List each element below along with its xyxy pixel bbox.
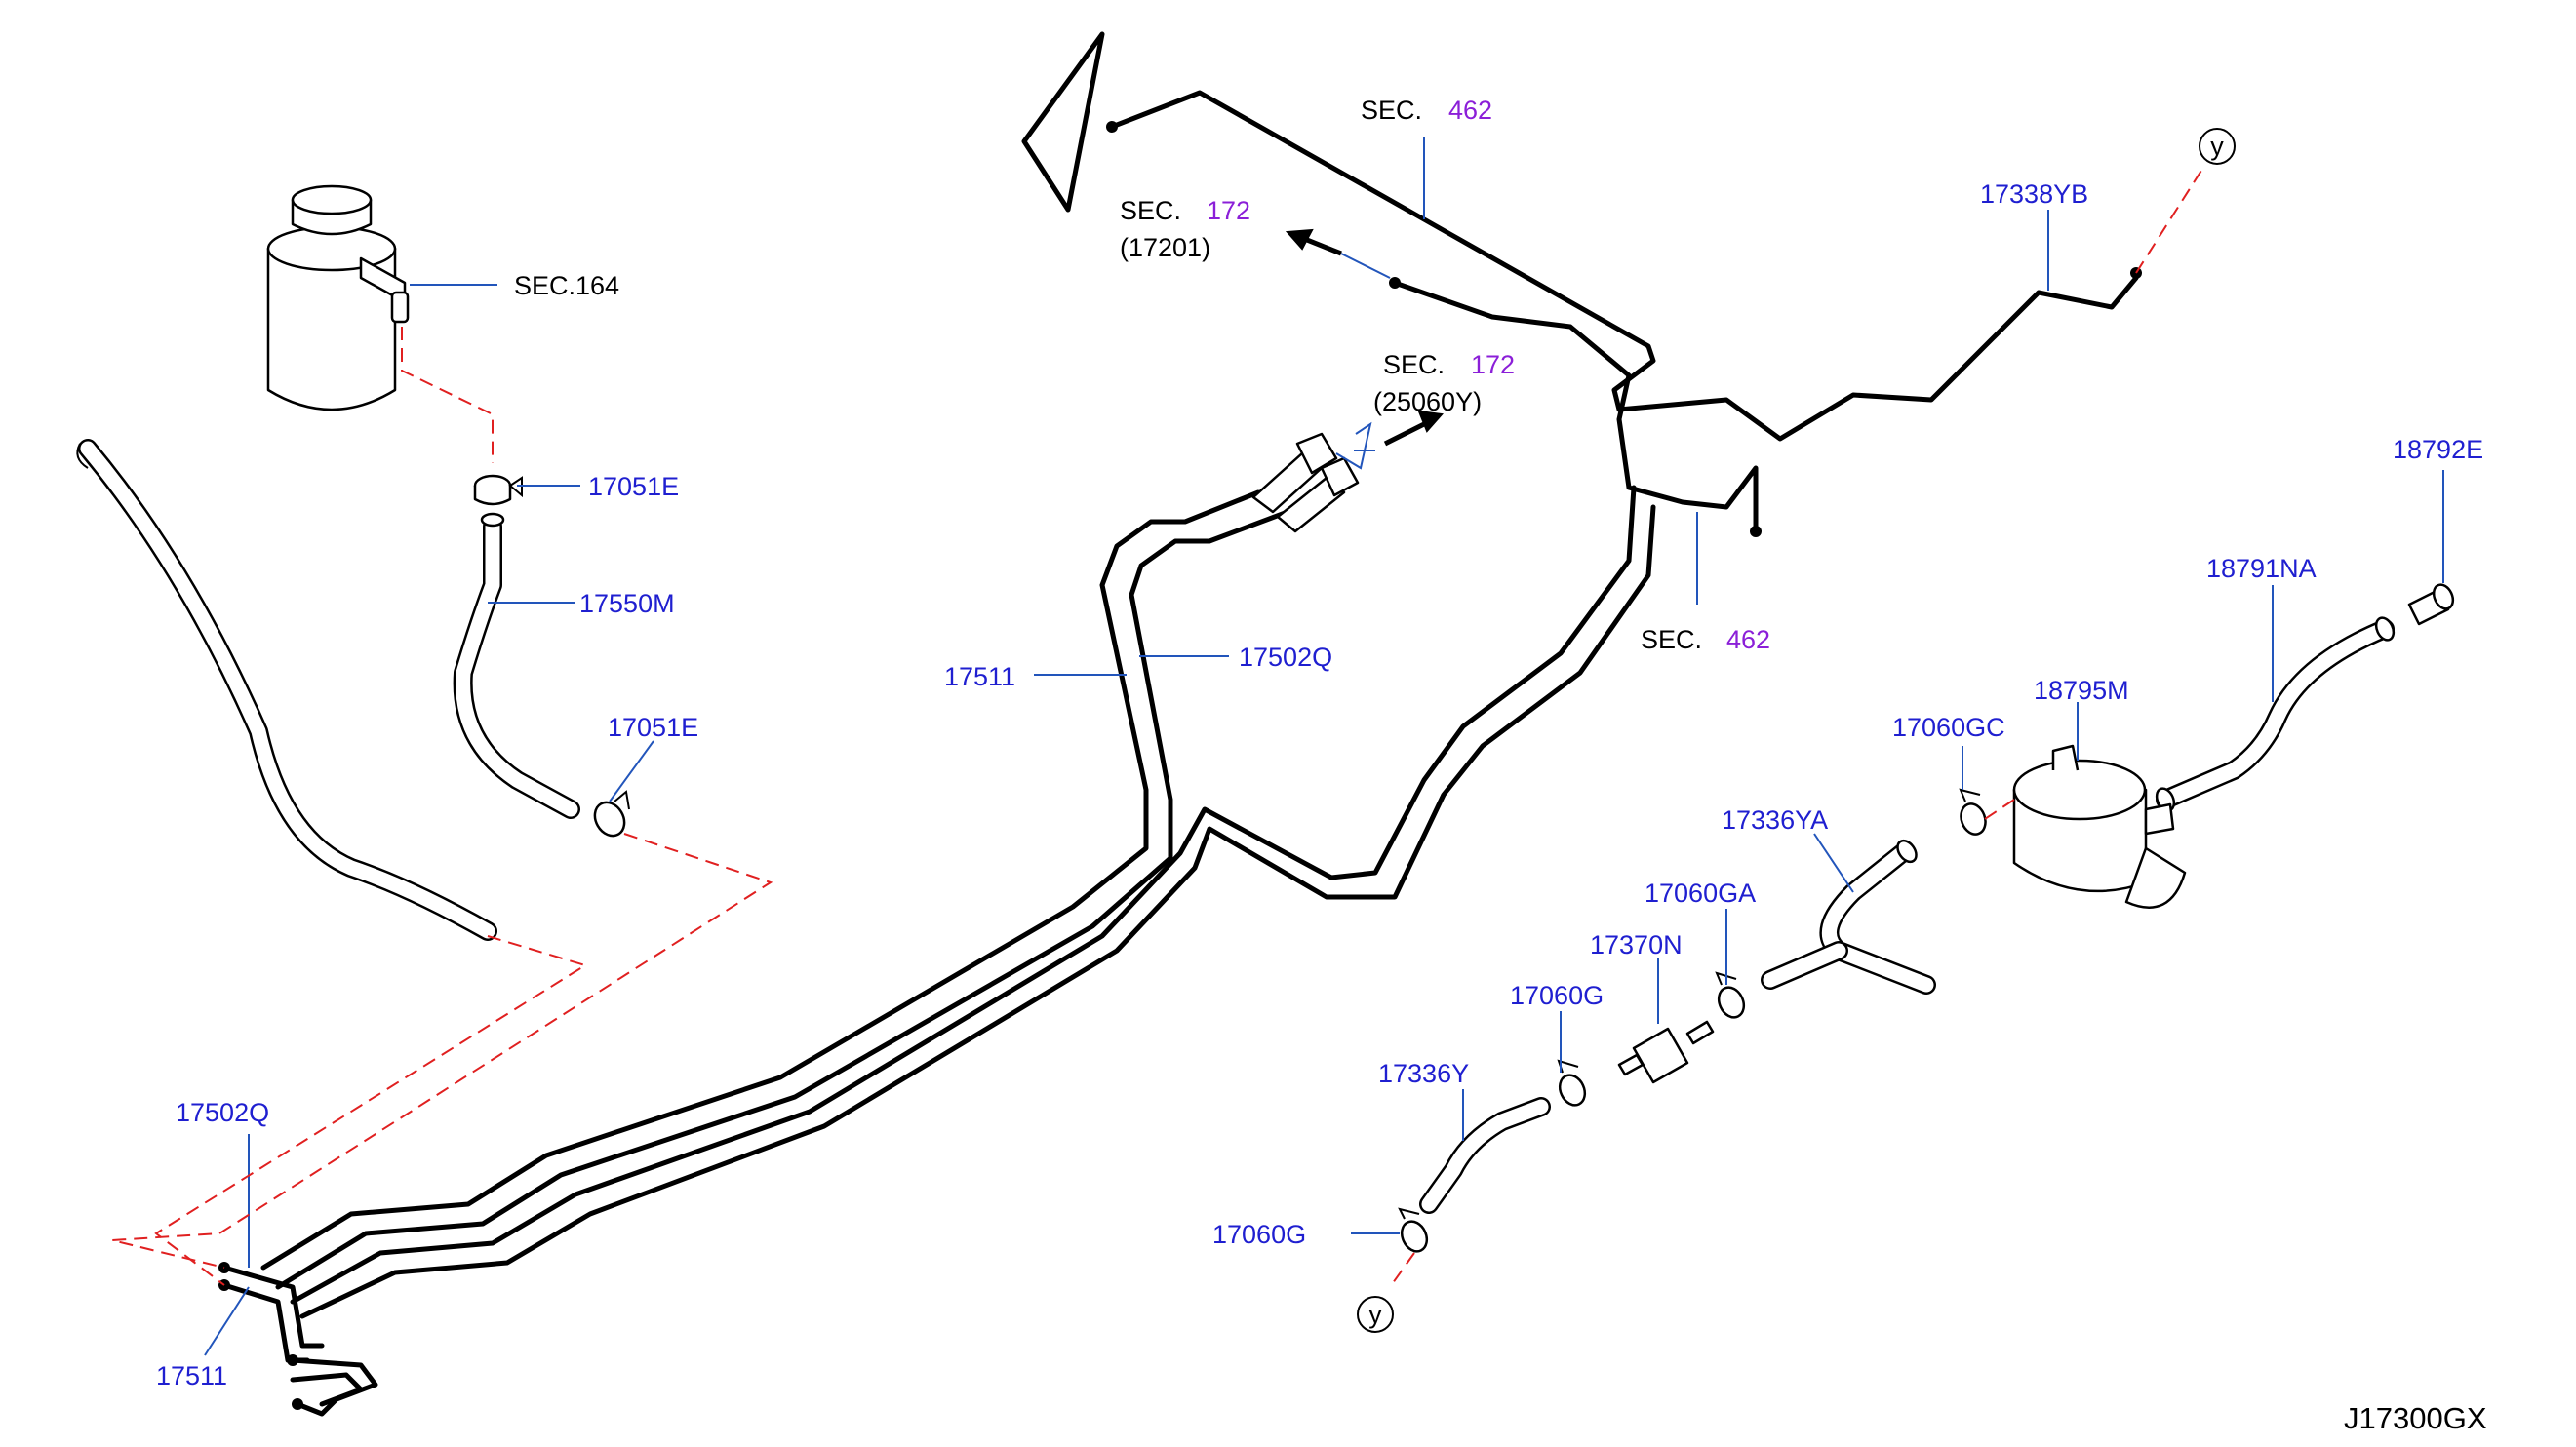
label-17060G-lower: 17060G: [1212, 1220, 1306, 1249]
label-18795M: 18795M: [2034, 676, 2129, 705]
label-17060GC: 17060GC: [1892, 713, 2005, 742]
filter-17370N: [1617, 1020, 1715, 1084]
ref-circle-y-bottom: y: [1357, 1296, 1394, 1333]
sec-172-b-ref: (25060Y): [1373, 387, 1482, 416]
connection-dashes: [111, 165, 2205, 1288]
clamp-17060G-upper: [1557, 1059, 1587, 1107]
hose-17336Y: [1419, 1097, 1551, 1214]
label-17338YB: 17338YB: [1980, 179, 2088, 209]
fuel-line-17502Q: [260, 485, 1656, 1319]
sec-462-bottom-number: 462: [1726, 625, 1770, 654]
fuel-filter: [266, 184, 410, 411]
label-17060G-upper: 17060G: [1510, 981, 1604, 1010]
sec-462-bottom-prefix: SEC.: [1641, 625, 1702, 654]
hose-18791NA: [2155, 616, 2396, 812]
clamp-17051E-top: [473, 474, 523, 506]
label-18791NA: 18791NA: [2206, 554, 2317, 583]
label-17502Q-main: 17502Q: [1239, 643, 1332, 672]
vent-tube: [76, 439, 497, 941]
quick-connectors: [1251, 432, 1360, 533]
vent-pipe-upper: [1021, 31, 2142, 537]
sec-462-bottom: SEC. 462: [1641, 625, 1770, 654]
label-17550M: 17550M: [579, 589, 675, 618]
arrow-to-sec-172-b: [1383, 410, 1444, 447]
sec-462-top-number: 462: [1448, 96, 1492, 125]
ref-y-top-label: y: [2210, 132, 2224, 161]
label-18792E: 18792E: [2393, 435, 2483, 464]
label-17060GA: 17060GA: [1645, 879, 1756, 908]
label-17511-left: 17511: [156, 1361, 227, 1390]
sec-164-label: SEC.164: [514, 271, 619, 300]
label-17502Q-left: 17502Q: [176, 1098, 269, 1127]
sec-172-a-number: 172: [1207, 196, 1250, 225]
clamp-17060GA: [1715, 971, 1746, 1019]
leader-lines: [204, 137, 2444, 1356]
sec-172-b: SEC. 172 (25060Y): [1373, 350, 1515, 416]
label-17051E-top: 17051E: [588, 472, 679, 501]
arrow-to-sec-172-a: [1285, 228, 1342, 256]
label-17051E-bottom: 17051E: [608, 713, 698, 742]
diagram-code: J17300GX: [2344, 1401, 2487, 1435]
sec-172-a-ref: (17201): [1120, 233, 1210, 262]
ref-y-bottom-label: y: [1368, 1300, 1382, 1329]
hose-17550M: [453, 512, 580, 819]
sec-172-a: SEC. 172 (17201): [1120, 196, 1250, 262]
sec-172-b-number: 172: [1471, 350, 1515, 379]
sec-172-a-prefix: SEC.: [1120, 196, 1181, 225]
label-17336YA: 17336YA: [1722, 805, 1828, 835]
canister-18795M: [2012, 744, 2187, 909]
clamp-17060G-lower: [1398, 1207, 1429, 1253]
pipe-ends-cluster: [218, 1262, 378, 1417]
clamp-17060GC: [1959, 788, 1987, 836]
label-17511-main: 17511: [944, 662, 1015, 691]
label-17336Y: 17336Y: [1378, 1059, 1469, 1088]
sec-462-top: SEC. 462: [1361, 96, 1492, 125]
sec-462-top-prefix: SEC.: [1361, 96, 1422, 125]
label-17370N: 17370N: [1590, 930, 1683, 959]
clamp-17051E-bottom: [593, 790, 630, 838]
fitting-18792E: [2407, 583, 2455, 626]
ref-circle-y-top: y: [2199, 128, 2236, 165]
sec-172-b-prefix: SEC.: [1383, 350, 1445, 379]
hose-17336YA: [1761, 839, 1936, 995]
